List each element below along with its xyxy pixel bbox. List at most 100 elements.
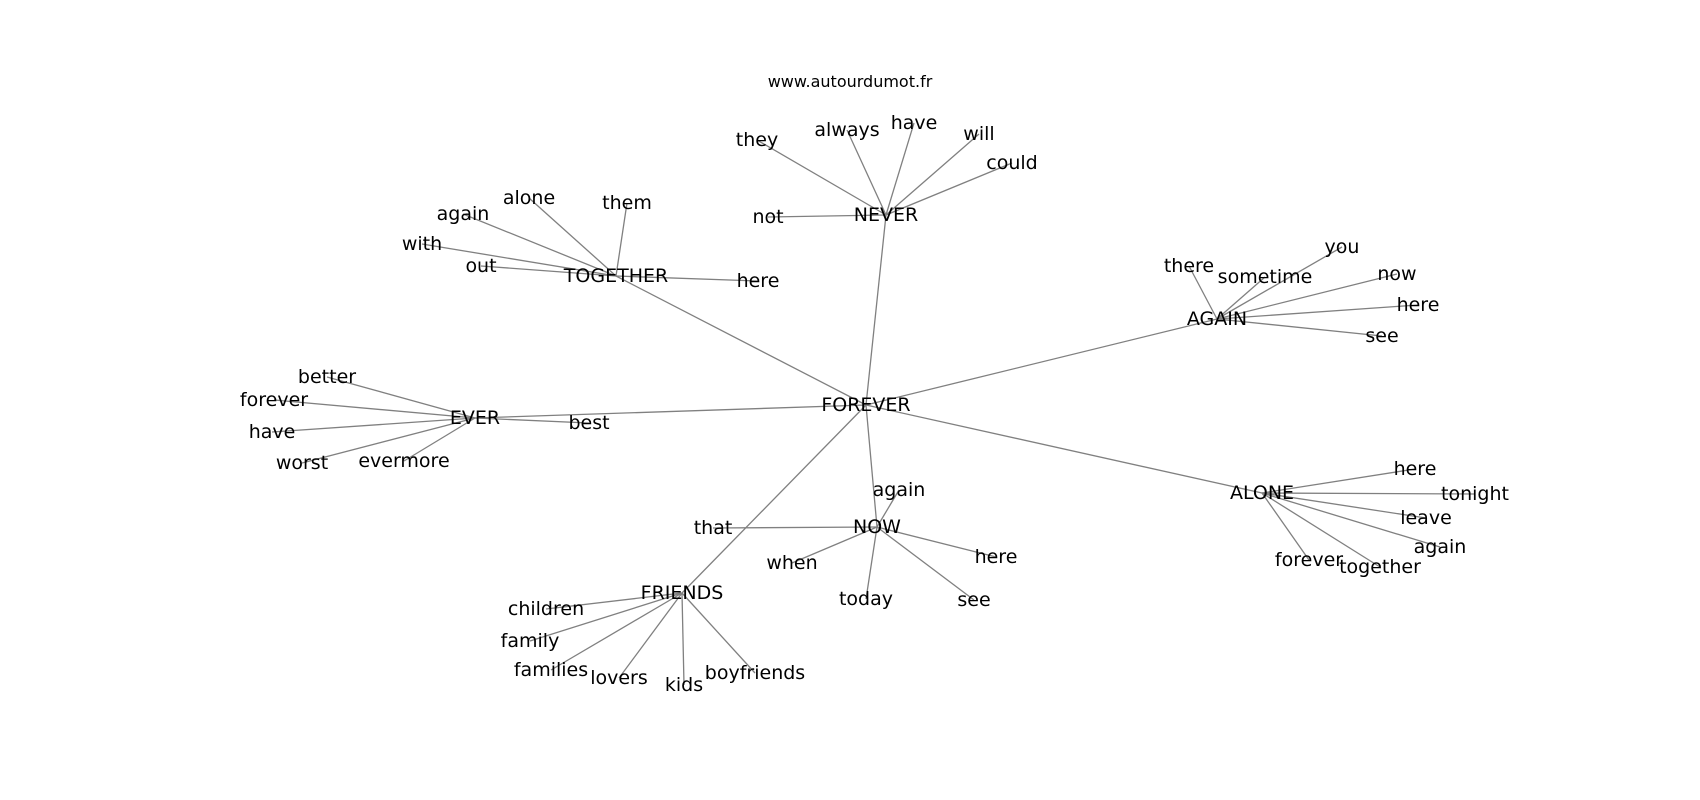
edge-center-to-never <box>865 214 887 406</box>
leaf-word-never-could[interactable]: could <box>986 152 1037 174</box>
leaf-word-never-will[interactable]: will <box>963 123 994 145</box>
edge-never-to-always <box>846 129 887 216</box>
edge-again-to-see <box>1216 318 1383 337</box>
edge-ever-to-best <box>474 417 590 424</box>
leaf-word-alone-here[interactable]: here <box>1394 458 1437 480</box>
edge-now-to-today <box>865 526 878 600</box>
edge-never-to-they <box>756 139 887 216</box>
edge-again-to-there <box>1188 265 1218 320</box>
leaf-word-friends-children[interactable]: children <box>508 598 584 620</box>
leaf-word-friends-lovers[interactable]: lovers <box>590 667 648 689</box>
site-watermark: www.autourdumot.fr <box>767 72 933 91</box>
edge-alone-to-together <box>1261 492 1381 568</box>
leaf-word-friends-boyfriends[interactable]: boyfriends <box>705 662 805 684</box>
edge-again-to-here <box>1216 304 1419 320</box>
edge-never-to-could <box>885 162 1013 216</box>
hub-word-together[interactable]: TOGETHER <box>563 265 668 287</box>
edge-together-to-alone <box>528 197 617 277</box>
leaf-word-now-when[interactable]: when <box>766 552 817 574</box>
edge-friends-to-children <box>545 592 683 610</box>
hub-word-never[interactable]: NEVER <box>854 204 918 226</box>
leaf-word-again-see[interactable]: see <box>1365 325 1398 347</box>
hub-word-again[interactable]: AGAIN <box>1187 308 1247 330</box>
edge-never-to-will <box>885 133 980 216</box>
leaf-word-together-out[interactable]: out <box>465 255 496 277</box>
leaf-word-alone-forever[interactable]: forever <box>1275 549 1343 571</box>
leaf-word-friends-families[interactable]: families <box>514 659 588 681</box>
edge-again-to-sometime <box>1216 276 1266 320</box>
edge-ever-to-evermore <box>403 417 476 462</box>
leaf-word-again-now[interactable]: now <box>1377 263 1416 285</box>
leaf-word-friends-family[interactable]: family <box>501 630 560 652</box>
leaf-word-ever-better[interactable]: better <box>298 366 356 388</box>
hub-word-now[interactable]: NOW <box>853 516 901 538</box>
leaf-word-together-with[interactable]: with <box>402 233 442 255</box>
leaf-word-now-see[interactable]: see <box>957 589 990 611</box>
leaf-word-now-that[interactable]: that <box>694 517 733 539</box>
edge-alone-to-forever <box>1261 492 1310 561</box>
edge-friends-to-families <box>550 592 683 671</box>
edge-friends-to-kids <box>681 592 685 686</box>
edge-friends-to-family <box>529 592 683 642</box>
leaf-word-ever-worst[interactable]: worst <box>276 452 328 474</box>
leaf-word-again-sometime[interactable]: sometime <box>1218 266 1313 288</box>
edge-ever-to-better <box>326 376 476 419</box>
edge-center-to-again <box>865 318 1218 406</box>
leaf-word-alone-together[interactable]: together <box>1339 556 1421 578</box>
edge-ever-to-worst <box>301 417 476 464</box>
leaf-word-together-them[interactable]: them <box>602 192 652 214</box>
edge-ever-to-forever <box>273 399 476 419</box>
edge-now-to-again <box>876 489 900 528</box>
edge-alone-to-leave <box>1261 492 1427 519</box>
leaf-word-together-alone[interactable]: alone <box>503 187 555 209</box>
leaf-word-ever-best[interactable]: best <box>568 412 609 434</box>
edge-again-to-you <box>1216 246 1343 320</box>
leaf-word-ever-forever[interactable]: forever <box>240 389 308 411</box>
leaf-word-together-here[interactable]: here <box>737 270 780 292</box>
hub-word-alone[interactable]: ALONE <box>1230 482 1294 504</box>
leaf-word-ever-evermore[interactable]: evermore <box>358 450 449 472</box>
edge-center-to-now <box>865 404 878 528</box>
leaf-word-again-there[interactable]: there <box>1164 255 1214 277</box>
edge-together-to-here <box>615 275 759 282</box>
edge-now-to-see <box>876 526 975 601</box>
edge-together-to-out <box>480 265 617 277</box>
leaf-word-ever-have[interactable]: have <box>249 421 296 443</box>
leaf-word-now-again[interactable]: again <box>873 479 926 501</box>
leaf-word-alone-tonight[interactable]: tonight <box>1441 483 1509 505</box>
hub-word-ever[interactable]: EVER <box>450 407 500 429</box>
leaf-word-friends-kids[interactable]: kids <box>665 674 703 696</box>
edge-now-to-when <box>791 526 878 564</box>
leaf-word-together-again[interactable]: again <box>437 203 490 225</box>
edge-center-to-friends <box>681 404 867 594</box>
leaf-word-alone-again[interactable]: again <box>1414 536 1467 558</box>
hub-word-friends[interactable]: FRIENDS <box>641 582 724 604</box>
edge-alone-to-again <box>1261 492 1441 548</box>
leaf-word-again-here[interactable]: here <box>1397 294 1440 316</box>
center-word[interactable]: FOREVER <box>821 394 910 416</box>
leaf-word-alone-leave[interactable]: leave <box>1400 507 1452 529</box>
edge-together-to-again <box>462 213 617 277</box>
leaf-word-now-today[interactable]: today <box>839 588 893 610</box>
edge-friends-to-lovers <box>618 592 683 679</box>
edges-layer <box>271 122 1476 686</box>
leaf-word-now-here[interactable]: here <box>975 546 1018 568</box>
edge-again-to-now <box>1216 273 1398 320</box>
edge-now-to-here <box>876 526 997 558</box>
edge-never-to-not <box>767 214 887 218</box>
edge-alone-to-here <box>1261 468 1416 494</box>
edge-together-to-with <box>421 243 617 277</box>
edge-friends-to-boyfriends <box>681 592 756 674</box>
edge-center-to-together <box>615 275 867 406</box>
edge-center-to-ever <box>474 404 867 419</box>
edge-together-to-them <box>615 202 628 277</box>
leaf-word-never-have[interactable]: have <box>891 112 938 134</box>
leaf-word-never-always[interactable]: always <box>814 119 879 141</box>
edge-center-to-alone <box>865 404 1263 494</box>
leaf-word-never-not[interactable]: not <box>752 206 783 228</box>
edge-alone-to-tonight <box>1261 492 1476 495</box>
leaf-word-never-they[interactable]: they <box>736 129 778 151</box>
edge-ever-to-have <box>271 417 476 433</box>
leaf-word-again-you[interactable]: you <box>1325 236 1360 258</box>
